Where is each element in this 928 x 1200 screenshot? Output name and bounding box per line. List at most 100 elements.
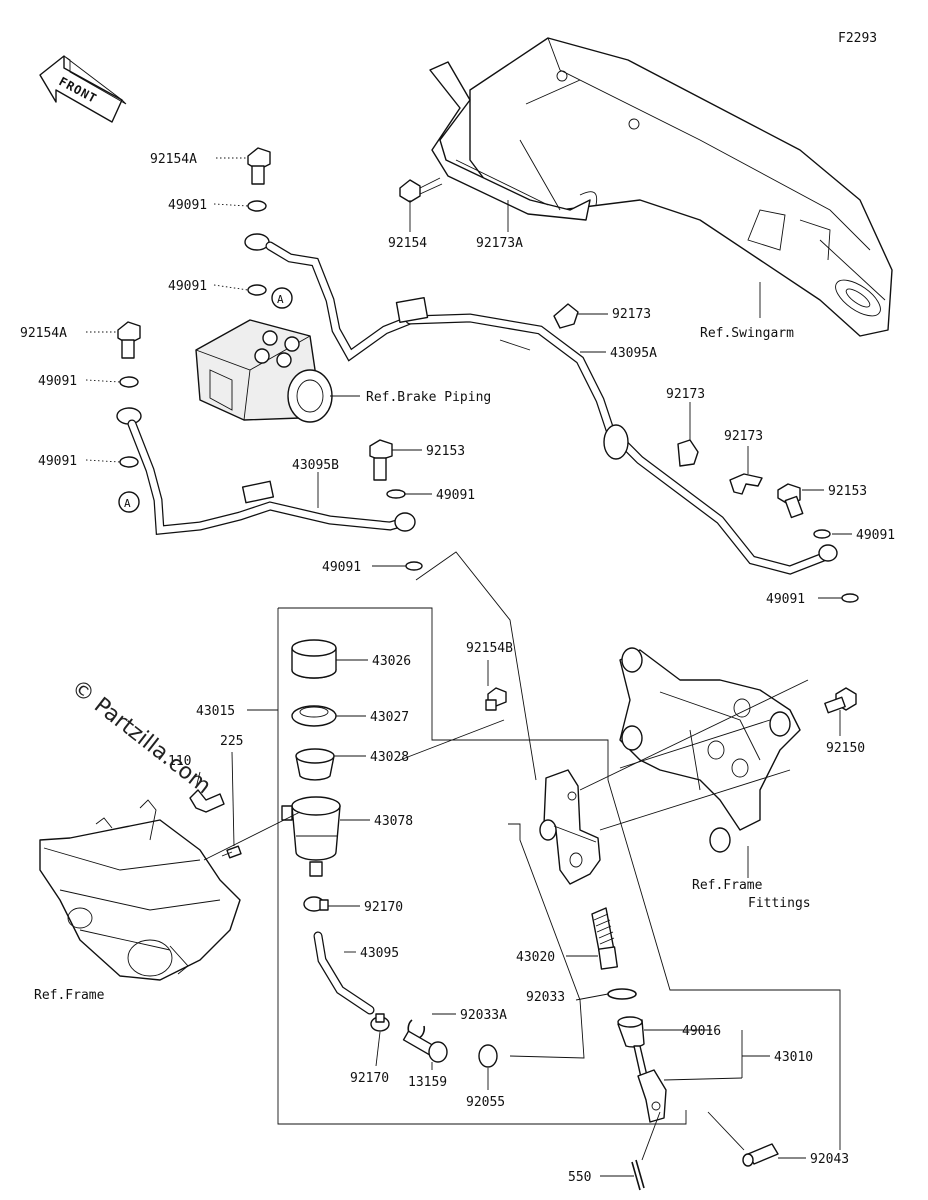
spring-piston-43020 bbox=[591, 907, 619, 970]
label-92055: 92055 bbox=[466, 1095, 505, 1110]
diaphragm-43028 bbox=[295, 748, 335, 781]
bolt-92153-right bbox=[777, 483, 804, 519]
frame-drawing bbox=[39, 799, 241, 981]
label-92153-right: 92153 bbox=[828, 484, 867, 499]
svg-text:A: A bbox=[124, 497, 131, 510]
figure-code: F2293 bbox=[838, 31, 877, 46]
washer-49091-4 bbox=[119, 456, 139, 468]
reference-labels: Ref.Swingarm Ref.Brake Piping Ref.Frame … bbox=[34, 326, 811, 1003]
abs-unit bbox=[195, 319, 333, 423]
hose-clamp-92170-bottom bbox=[370, 1013, 390, 1032]
leader-lines bbox=[85, 79, 852, 1177]
label-49091-3: 49091 bbox=[38, 374, 77, 389]
o-ring-92055 bbox=[478, 1044, 498, 1068]
front-arrow-icon: FRONT bbox=[39, 55, 127, 123]
cotter-pin-550 bbox=[631, 1159, 645, 1191]
label-92154b: 92154B bbox=[466, 641, 513, 656]
washer-49091-2 bbox=[247, 284, 267, 296]
label-43095a: 43095A bbox=[610, 346, 657, 361]
master-cylinder-body bbox=[539, 769, 601, 885]
label-43015: 43015 bbox=[196, 704, 235, 719]
label-92153-left: 92153 bbox=[426, 444, 465, 459]
hose-43095 bbox=[313, 931, 375, 1015]
bolt-92154b bbox=[485, 687, 507, 711]
washer-49091-8 bbox=[841, 593, 859, 603]
label-110: 110 bbox=[168, 754, 191, 769]
label-92173-2: 92173 bbox=[666, 387, 705, 402]
label-49091-5: 49091 bbox=[436, 488, 475, 503]
clip-92173-1 bbox=[553, 303, 579, 329]
label-92033: 92033 bbox=[526, 990, 565, 1005]
bolt-92154 bbox=[399, 177, 443, 203]
label-92173a: 92173A bbox=[476, 236, 523, 251]
banjo-fitting-top bbox=[244, 233, 415, 362]
label-92173-1: 92173 bbox=[612, 307, 651, 322]
washer-49091-3 bbox=[119, 376, 139, 388]
stay-110 bbox=[189, 789, 225, 813]
washer-49091-1 bbox=[247, 200, 267, 212]
label-43095: 43095 bbox=[360, 946, 399, 961]
washer-49091-5 bbox=[386, 489, 406, 499]
washer-49091-7 bbox=[813, 529, 831, 539]
clip-92173-2 bbox=[677, 439, 699, 467]
label-92150: 92150 bbox=[826, 741, 865, 756]
label-49091-2: 49091 bbox=[168, 279, 207, 294]
swingarm-drawing bbox=[429, 37, 893, 337]
fitting-13159 bbox=[402, 1030, 448, 1063]
svg-text:A: A bbox=[277, 293, 284, 306]
bolt-92153-left bbox=[369, 439, 393, 481]
washer-49091-6 bbox=[405, 561, 423, 571]
label-43028: 43028 bbox=[370, 750, 409, 765]
label-550: 550 bbox=[568, 1170, 591, 1185]
pin-92043 bbox=[742, 1143, 779, 1167]
ref-brake-piping: Ref.Brake Piping bbox=[366, 390, 491, 405]
frame-fittings-drawing bbox=[619, 647, 801, 853]
diaphragm-plate-43027 bbox=[291, 705, 337, 727]
boot-49016 bbox=[617, 1016, 645, 1048]
brake-hose-43095a bbox=[395, 297, 838, 575]
label-13159: 13159 bbox=[408, 1075, 447, 1090]
label-92173-3: 92173 bbox=[724, 429, 763, 444]
label-49016: 49016 bbox=[682, 1024, 721, 1039]
clip-92173-3 bbox=[729, 473, 763, 495]
label-92154a-top: 92154A bbox=[150, 152, 197, 167]
label-43027: 43027 bbox=[370, 710, 409, 725]
circlip-92033 bbox=[607, 988, 637, 1000]
part-labels: 92154A 49091 49091 92154A 49091 49091 92… bbox=[20, 152, 895, 1185]
label-92043: 92043 bbox=[810, 1152, 849, 1167]
label-43078: 43078 bbox=[374, 814, 413, 829]
bolt-92150 bbox=[824, 687, 857, 714]
label-43020: 43020 bbox=[516, 950, 555, 965]
label-49091-7: 49091 bbox=[856, 528, 895, 543]
label-49091-4: 49091 bbox=[38, 454, 77, 469]
ref-frame-fittings-line1: Ref.Frame bbox=[692, 878, 763, 893]
reservoir-group-box bbox=[247, 607, 687, 1125]
brake-hose-43095b bbox=[127, 419, 416, 535]
callout-a-top: A bbox=[271, 287, 293, 309]
ref-swingarm: Ref.Swingarm bbox=[700, 326, 794, 341]
watermark: © Partzilla.com bbox=[66, 675, 215, 799]
callout-a-left: A bbox=[118, 491, 140, 513]
reservoir-cap-43026 bbox=[291, 639, 337, 679]
label-92170-1: 92170 bbox=[364, 900, 403, 915]
ref-frame: Ref.Frame bbox=[34, 988, 105, 1003]
bolt-225 bbox=[221, 845, 242, 859]
bolt-92154a-left bbox=[117, 321, 141, 359]
push-rod-clevis bbox=[633, 1045, 667, 1123]
label-92154: 92154 bbox=[388, 236, 427, 251]
label-49091-8: 49091 bbox=[766, 592, 805, 607]
label-43010: 43010 bbox=[774, 1050, 813, 1065]
label-92033a: 92033A bbox=[460, 1008, 507, 1023]
hose-clamp-92170-top bbox=[303, 896, 329, 912]
label-92170-2: 92170 bbox=[350, 1071, 389, 1086]
ref-frame-fittings-line2: Fittings bbox=[748, 896, 811, 911]
label-92154a-left: 92154A bbox=[20, 326, 67, 341]
bolt-92154a-top bbox=[247, 147, 271, 185]
label-49091-6: 49091 bbox=[322, 560, 361, 575]
label-43026: 43026 bbox=[372, 654, 411, 669]
label-225: 225 bbox=[220, 734, 243, 749]
label-43095b: 43095B bbox=[292, 458, 339, 473]
label-49091-1: 49091 bbox=[168, 198, 207, 213]
reservoir-tank-43078 bbox=[281, 796, 341, 877]
